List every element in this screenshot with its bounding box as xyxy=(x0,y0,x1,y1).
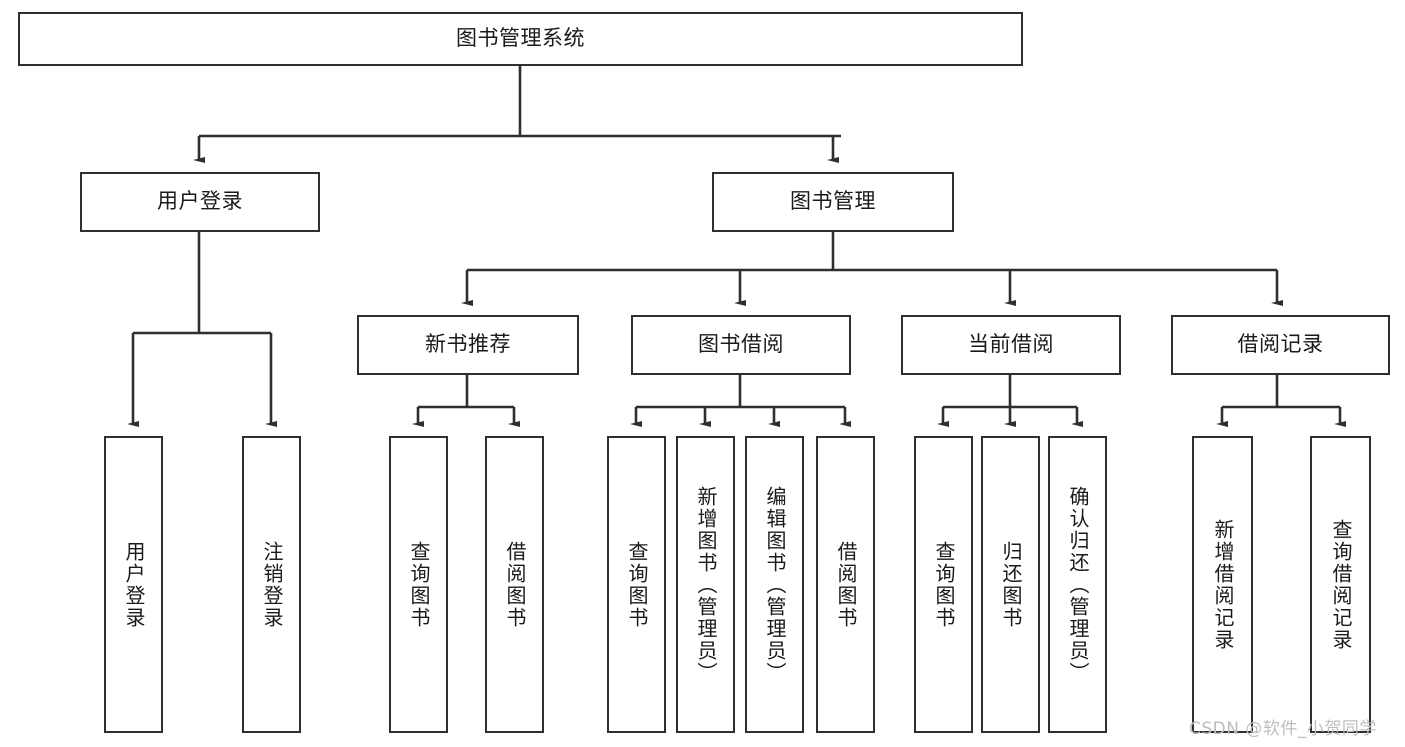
node-borrow-record[interactable]: 借阅记录 xyxy=(1171,315,1390,375)
node-leaf-query-book-1[interactable]: 查询图书 xyxy=(389,436,448,733)
watermark: CSDN @软件_小贺同学 xyxy=(1189,719,1377,739)
node-leaf-user-logout[interactable]: 注销登录 xyxy=(242,436,301,733)
node-current-borrow[interactable]: 当前借阅 xyxy=(901,315,1121,375)
node-leaf-query-book-3-label: 查询图书 xyxy=(932,540,956,629)
node-leaf-user-login[interactable]: 用户登录 xyxy=(104,436,163,733)
node-leaf-query-book-2[interactable]: 查询图书 xyxy=(607,436,666,733)
node-leaf-user-logout-label: 注销登录 xyxy=(260,540,284,629)
node-leaf-query-book-1-label: 查询图书 xyxy=(407,540,431,629)
node-leaf-user-login-label: 用户登录 xyxy=(122,540,146,629)
node-leaf-confirm-return[interactable]: 确认归还（管理员） xyxy=(1048,436,1107,733)
node-leaf-borrow-book-1-label: 借阅图书 xyxy=(503,540,527,629)
node-leaf-return-book[interactable]: 归还图书 xyxy=(981,436,1040,733)
node-leaf-borrow-book-2-label: 借阅图书 xyxy=(834,540,858,629)
node-root[interactable]: 图书管理系统 xyxy=(18,12,1023,66)
node-leaf-borrow-book-2[interactable]: 借阅图书 xyxy=(816,436,875,733)
node-leaf-edit-book[interactable]: 编辑图书（管理员） xyxy=(745,436,804,733)
node-leaf-return-book-label: 归还图书 xyxy=(999,540,1023,629)
node-user-login[interactable]: 用户登录 xyxy=(80,172,320,232)
node-leaf-confirm-return-label: 确认归还（管理员） xyxy=(1066,485,1090,684)
node-book-borrow-label: 图书借阅 xyxy=(698,332,784,357)
node-leaf-query-book-3[interactable]: 查询图书 xyxy=(914,436,973,733)
node-user-login-label: 用户登录 xyxy=(157,189,243,214)
node-leaf-borrow-book-1[interactable]: 借阅图书 xyxy=(485,436,544,733)
node-leaf-add-book[interactable]: 新增图书（管理员） xyxy=(676,436,735,733)
node-leaf-add-record-label: 新增借阅记录 xyxy=(1211,518,1235,651)
node-new-book-recommend-label: 新书推荐 xyxy=(425,332,511,357)
node-borrow-record-label: 借阅记录 xyxy=(1237,332,1324,357)
node-leaf-query-record-label: 查询借阅记录 xyxy=(1329,518,1353,651)
node-current-borrow-label: 当前借阅 xyxy=(968,332,1054,357)
node-book-manage-label: 图书管理 xyxy=(790,189,876,214)
node-leaf-query-record[interactable]: 查询借阅记录 xyxy=(1310,436,1371,733)
node-leaf-add-record[interactable]: 新增借阅记录 xyxy=(1192,436,1253,733)
node-new-book-recommend[interactable]: 新书推荐 xyxy=(357,315,579,375)
node-leaf-edit-book-label: 编辑图书（管理员） xyxy=(763,485,787,684)
node-book-borrow[interactable]: 图书借阅 xyxy=(631,315,851,375)
node-root-label: 图书管理系统 xyxy=(456,26,585,51)
node-leaf-add-book-label: 新增图书（管理员） xyxy=(694,485,718,684)
node-leaf-query-book-2-label: 查询图书 xyxy=(625,540,649,629)
node-book-manage[interactable]: 图书管理 xyxy=(712,172,954,232)
